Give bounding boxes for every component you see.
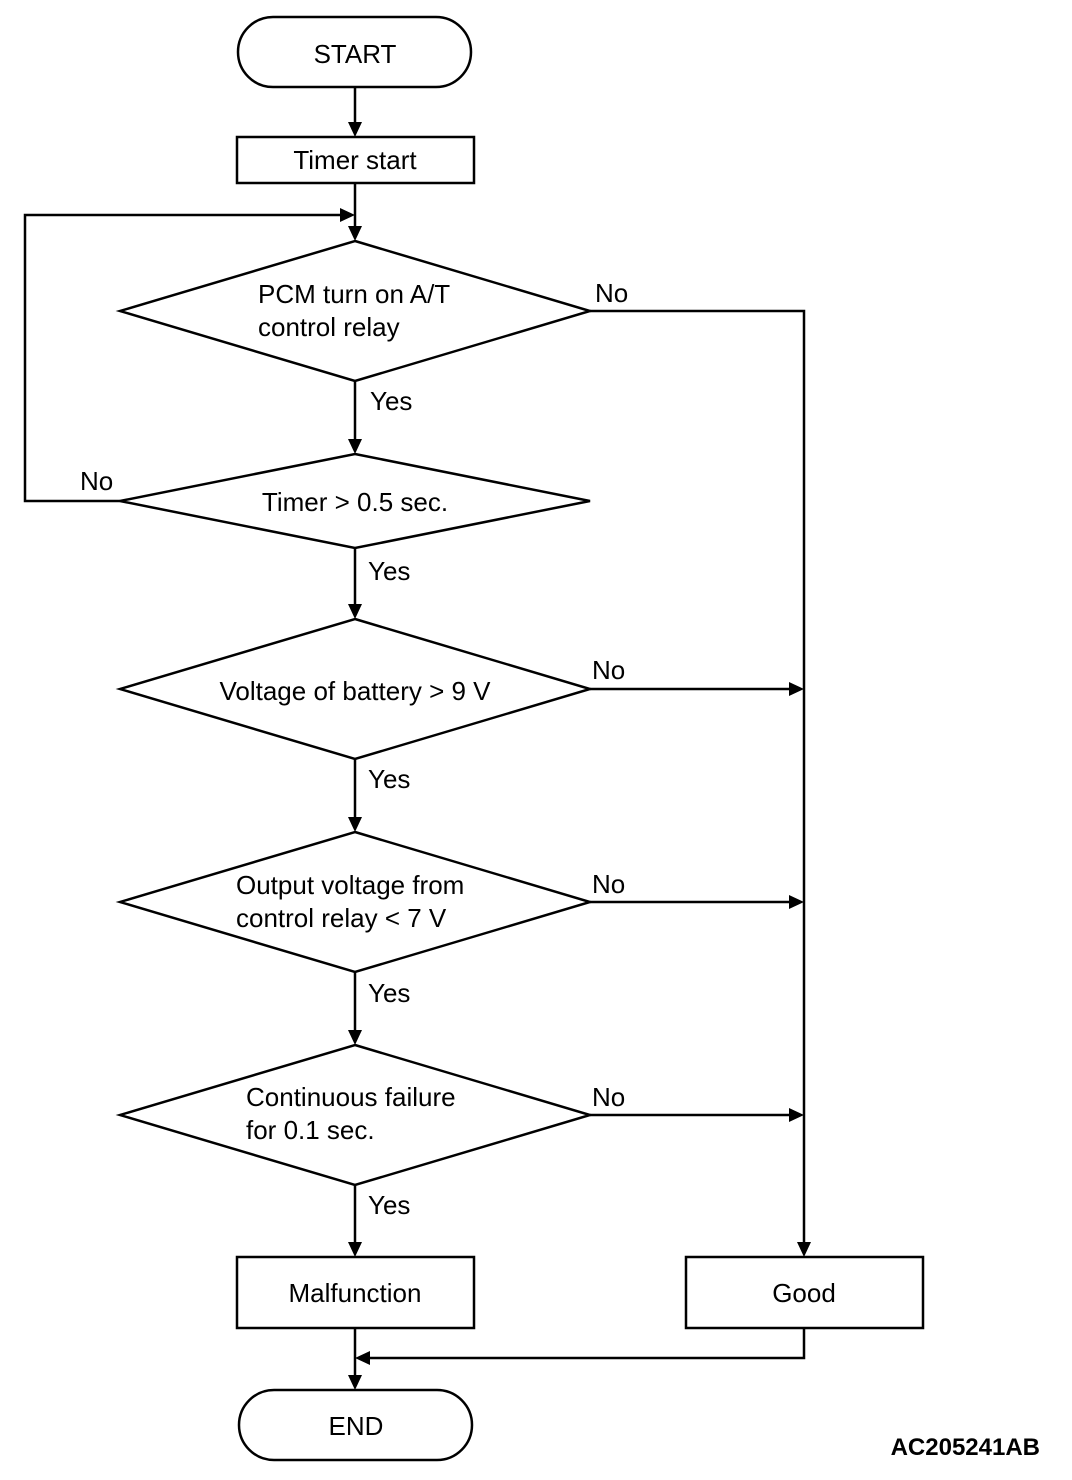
pcm-no-label: No	[595, 278, 628, 308]
branch-labels: No Yes No Yes No Yes No Yes No Yes	[80, 278, 628, 1220]
timer-start-box: Timer start	[235, 135, 476, 185]
battery-yes-label: Yes	[368, 764, 410, 794]
end-label: END	[329, 1411, 384, 1441]
continuous-failure-label-line1: Continuous failure	[246, 1082, 456, 1112]
pcm-relay-label-line2: control relay	[258, 312, 400, 342]
battery-decision: Voltage of battery > 9 V	[115, 617, 595, 761]
timer-decision: Timer > 0.5 sec.	[119, 452, 591, 550]
pcm-yes-label: Yes	[370, 386, 412, 416]
start-terminal: START	[236, 15, 473, 89]
timer-yes-label: Yes	[368, 556, 410, 586]
output-no-label: No	[592, 869, 625, 899]
timer-no-label: No	[80, 466, 113, 496]
good-label: Good	[772, 1278, 836, 1308]
output-yes-label: Yes	[368, 978, 410, 1008]
end-terminal: END	[237, 1388, 474, 1462]
malfunction-label: Malfunction	[289, 1278, 422, 1308]
output-voltage-label-line2: control relay < 7 V	[236, 903, 447, 933]
timer-start-label: Timer start	[293, 145, 417, 175]
battery-decision-label: Voltage of battery > 9 V	[219, 676, 491, 706]
continuous-no-label: No	[592, 1082, 625, 1112]
pcm-relay-label-line1: PCM turn on A/T	[258, 279, 450, 309]
output-voltage-label-line1: Output voltage from	[236, 870, 464, 900]
figure-code: AC205241AB	[891, 1434, 1040, 1461]
connectors	[23, 87, 811, 1390]
timer-decision-label: Timer > 0.5 sec.	[262, 487, 448, 517]
continuous-failure-label-line2: for 0.1 sec.	[246, 1115, 375, 1145]
output-voltage-decision: Output voltage from control relay < 7 V	[115, 830, 595, 974]
battery-no-label: No	[592, 655, 625, 685]
malfunction-box: Malfunction	[235, 1255, 476, 1330]
good-box: Good	[684, 1255, 925, 1330]
continuous-failure-decision: Continuous failure for 0.1 sec.	[115, 1043, 595, 1187]
start-label: START	[314, 39, 397, 69]
continuous-yes-label: Yes	[368, 1190, 410, 1220]
pcm-relay-decision: PCM turn on A/T control relay	[115, 239, 595, 383]
